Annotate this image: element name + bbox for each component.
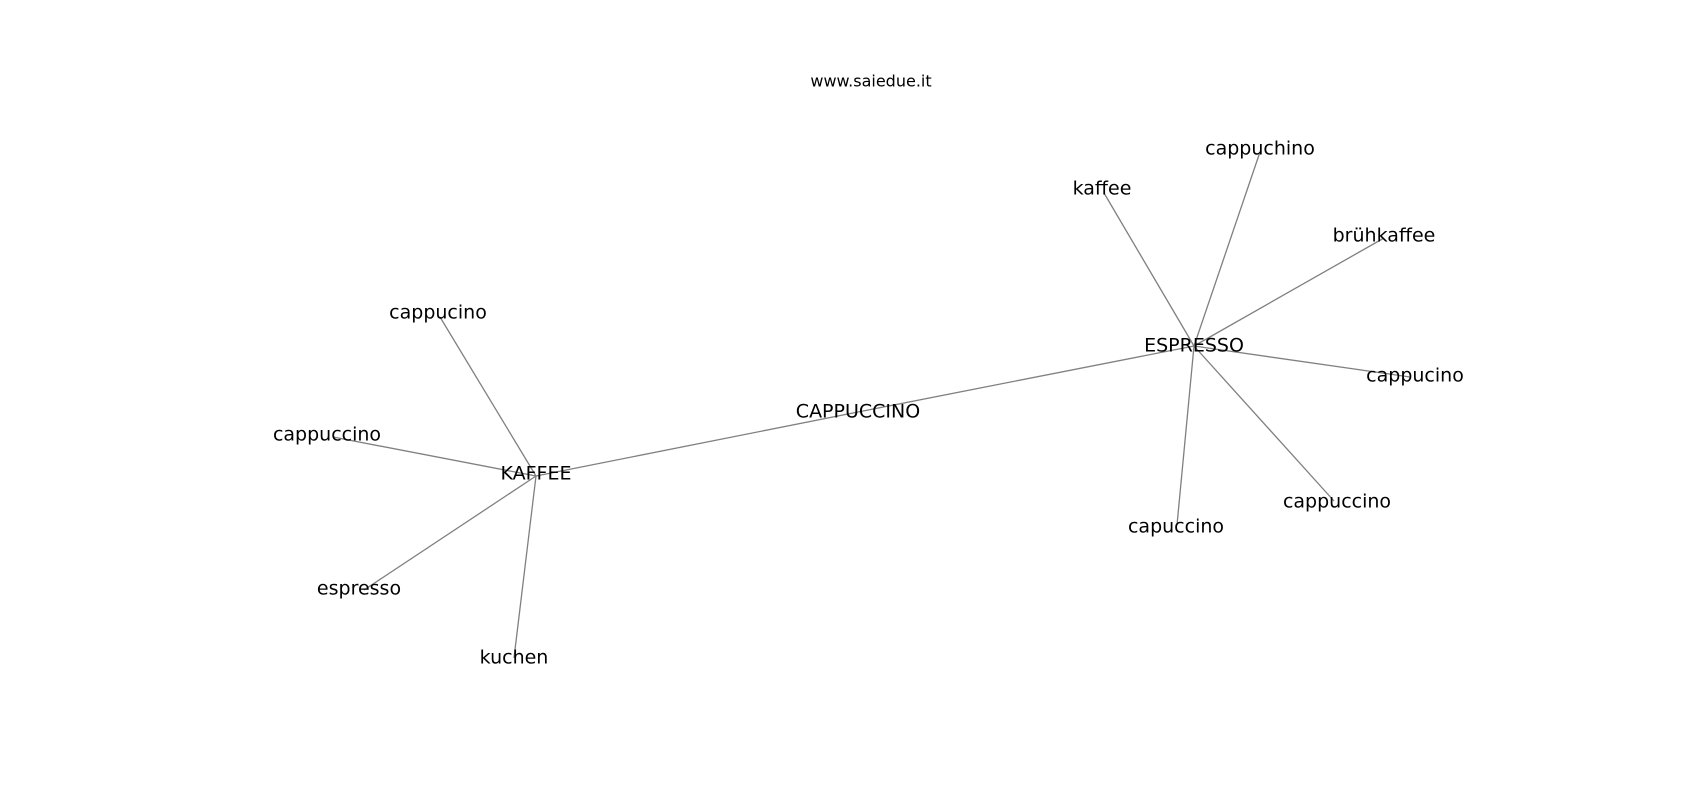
edge-layer	[332, 151, 1411, 659]
node-layer: KAFFEE CAPPUCCINO ESPRESSO cappucino cap…	[273, 138, 1464, 669]
edge-kaffee_hub-k_kuchen	[513, 475, 537, 659]
node-espresso-kaffee: kaffee	[1073, 178, 1132, 200]
node-kaffee: KAFFEE	[501, 463, 572, 485]
node-cappuccino-hub: CAPPUCCINO	[796, 401, 920, 423]
node-kaffee-kuchen: kuchen	[480, 647, 549, 669]
node-espresso: ESPRESSO	[1144, 335, 1244, 357]
edge-espresso_hub-e_bruehkaffee	[1193, 237, 1385, 347]
node-espresso-cappuchino: cappuchino	[1205, 138, 1315, 160]
node-espresso-cappuccino: cappuccino	[1283, 491, 1391, 513]
watermark-text: www.saiedue.it	[810, 72, 931, 91]
edge-kaffee_hub-k_cappucino	[439, 316, 537, 477]
edge-kaffee_hub-k_espresso	[363, 475, 537, 591]
node-espresso-bruehkaffee: brühkaffee	[1333, 225, 1436, 247]
edge-espresso_hub-e_kaffee	[1103, 192, 1195, 347]
node-kaffee-cappuccino: cappuccino	[273, 424, 381, 446]
edge-kaffee_hub-k_cappuccino	[332, 436, 537, 477]
node-kaffee-cappucino: cappucino	[389, 302, 487, 324]
edge-espresso_hub-e_cappucino	[1193, 345, 1411, 378]
edge-espresso_hub-e_cappuccino	[1193, 345, 1335, 502]
node-espresso-cappucino: cappucino	[1366, 365, 1464, 387]
node-kaffee-espresso: espresso	[317, 578, 401, 600]
edge-espresso_hub-e_capuccino	[1176, 345, 1195, 526]
edge-espresso_hub-e_cappuchino	[1193, 151, 1261, 347]
edge-kaffee_hub-cappuccino_hub	[535, 411, 859, 477]
node-espresso-capuccino: capuccino	[1128, 516, 1224, 538]
edge-cappuccino_hub-espresso_hub	[857, 345, 1195, 413]
